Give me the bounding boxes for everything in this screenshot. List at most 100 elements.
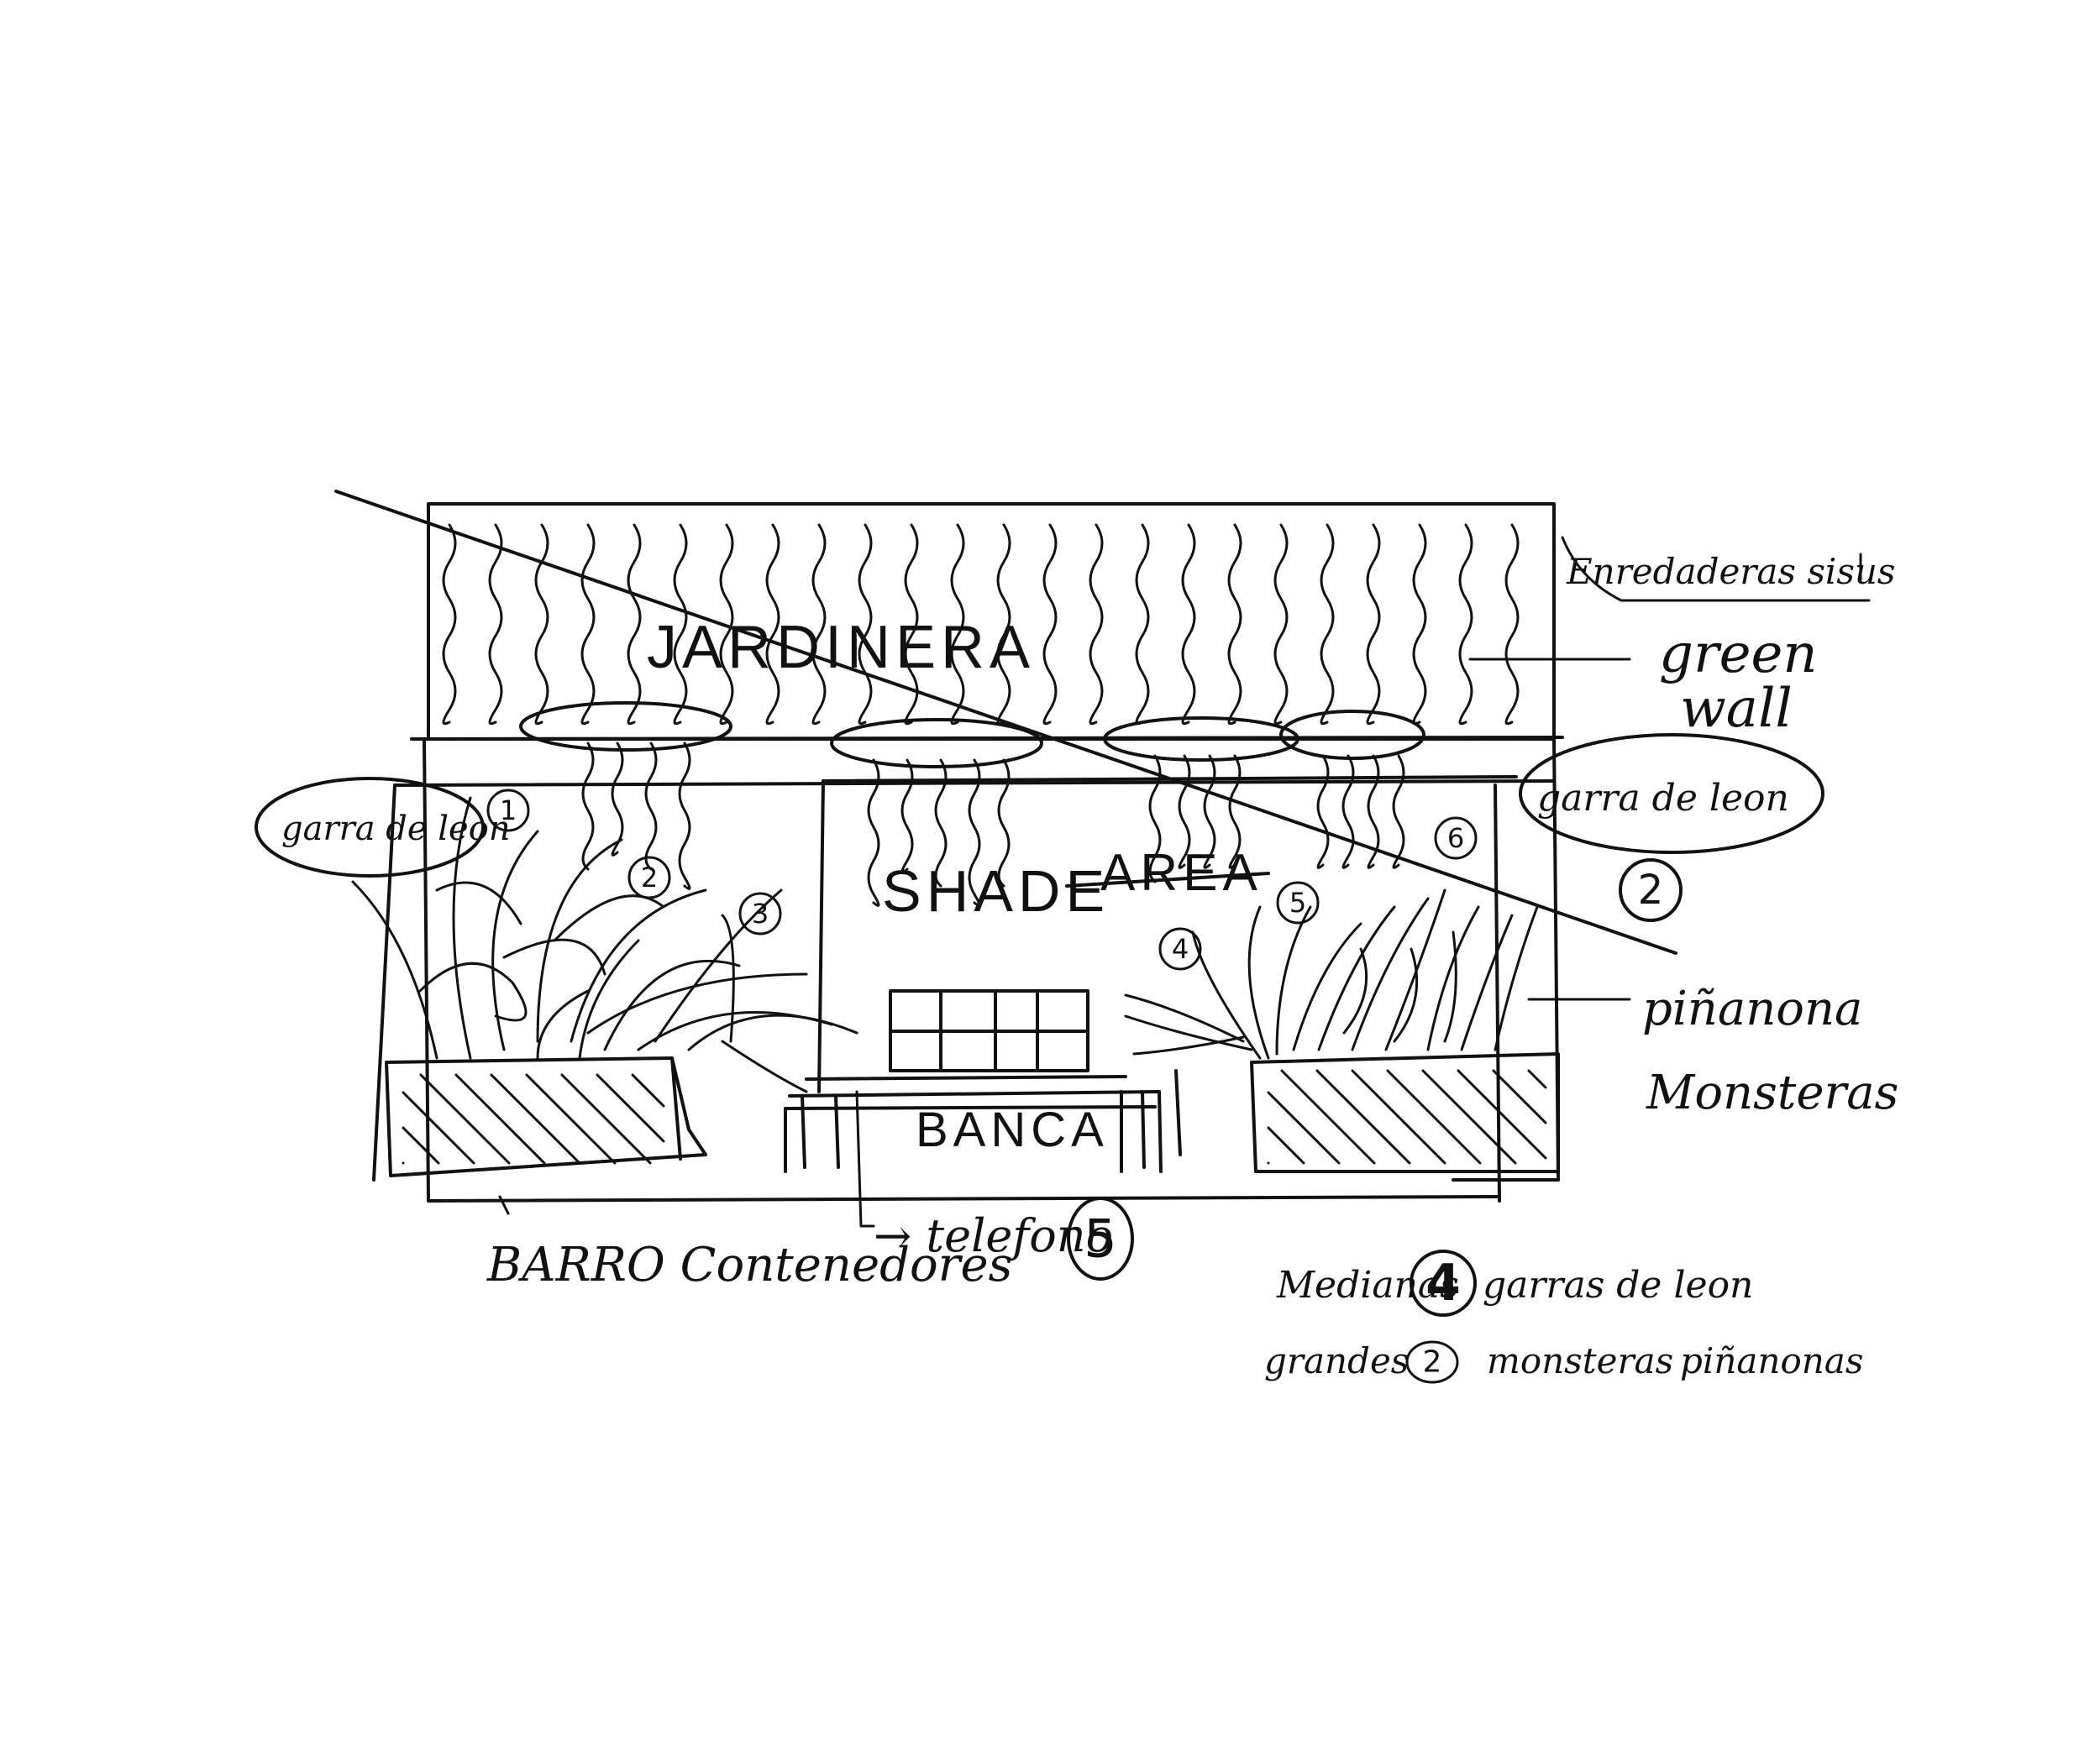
note-medianas-count: 4 — [1425, 1254, 1461, 1313]
vine-stroke — [678, 742, 691, 890]
green-wall-label-line2: wall — [1680, 678, 1793, 740]
hatch-stroke — [1351, 1069, 1446, 1165]
vine-stroke — [644, 742, 658, 871]
hatch-stroke — [1267, 1091, 1341, 1165]
barro-containers-label: BARRO Contenedores — [486, 1238, 1012, 1292]
hatch-stroke — [402, 1091, 475, 1165]
note-grandes-prefix: grandes — [1264, 1340, 1409, 1381]
note-medianas-prefix: Medianas — [1276, 1264, 1459, 1307]
vine-stroke — [1042, 523, 1058, 726]
vine-stroke — [581, 742, 595, 871]
plant-number-badge: 1 — [486, 789, 530, 832]
vine-stroke — [673, 523, 688, 726]
pinanona-label: piñanona — [1642, 982, 1862, 1036]
telefono-count-badge: 5 — [1067, 1197, 1134, 1281]
vine-stroke — [1273, 523, 1289, 726]
vine-stroke — [811, 523, 827, 726]
vine-stroke — [867, 758, 880, 907]
hatch-stroke — [631, 1073, 665, 1108]
hatch-stroke — [419, 1073, 511, 1165]
vine-stroke — [1392, 754, 1405, 869]
note-grandes-count-badge: 2 — [1405, 1340, 1459, 1384]
hatch-stroke — [560, 1073, 652, 1165]
note-medianas-count-badge: 4 — [1410, 1250, 1477, 1317]
vine-stroke — [950, 523, 965, 726]
hatch-stroke — [1315, 1069, 1411, 1165]
hatch-stroke — [490, 1073, 581, 1165]
telefono-label: → telefono — [874, 1209, 1113, 1262]
vine-stroke — [719, 523, 734, 726]
shade-area-label: SHADE — [882, 858, 1110, 924]
garra-left-label: garra de leon — [281, 810, 511, 848]
plant-number-badge: 6 — [1434, 816, 1478, 860]
garra-right-count: 2 — [1638, 867, 1664, 914]
vine-stroke — [1341, 754, 1355, 869]
vine-stroke — [1366, 523, 1381, 726]
garra-right-label: garra de leon — [1537, 777, 1789, 820]
hatch-stroke — [1267, 1126, 1305, 1165]
vine-stroke — [534, 523, 549, 726]
bench — [784, 1075, 1163, 1173]
vine-stroke — [1458, 523, 1473, 726]
hatch-stroke — [402, 1126, 440, 1165]
hanging-planter — [519, 701, 732, 752]
right-barro-container — [1174, 1052, 1560, 1173]
plant-number: 4 — [1172, 933, 1189, 965]
hatch-stroke — [1492, 1069, 1547, 1124]
plant-number-badge: 5 — [1276, 881, 1320, 925]
hatch-stroke — [596, 1073, 665, 1143]
hatch-stroke — [454, 1073, 546, 1165]
plant-number-badge: 4 — [1158, 927, 1202, 971]
hatch-stroke — [1527, 1069, 1547, 1089]
planter-title: JARDINERA — [647, 614, 1035, 681]
garra-right-badge: garra de leon — [1519, 733, 1824, 854]
hanging-planter — [1279, 710, 1425, 760]
vine-stroke — [1181, 523, 1196, 726]
hatch-stroke — [1421, 1069, 1517, 1165]
plant-number: 2 — [641, 862, 658, 894]
vine-stroke — [1316, 754, 1330, 869]
hanging-planter — [830, 718, 1043, 768]
plant-number: 5 — [1289, 887, 1306, 919]
vine-stroke — [627, 523, 642, 726]
pointer-lines — [498, 536, 1871, 1228]
vine-stroke — [904, 523, 919, 726]
right-plants — [1124, 888, 1539, 1060]
vine-stroke — [488, 523, 503, 726]
vine-stroke — [1367, 754, 1380, 869]
vine-stroke — [765, 523, 780, 726]
vine-stroke — [1320, 523, 1335, 726]
window-grid — [889, 989, 1089, 1072]
note-grandes-mid: monsteras — [1487, 1340, 1673, 1381]
strikethrough — [1065, 872, 1270, 888]
vine-stroke — [442, 523, 457, 726]
note-grandes-suffix: piñanonas — [1680, 1340, 1863, 1381]
garra-left-badge: garra de leon — [255, 777, 511, 878]
space-frame — [372, 736, 1564, 1203]
vine-stroke — [1504, 523, 1520, 726]
plant-number: 3 — [752, 898, 769, 930]
vine-stroke — [858, 523, 873, 726]
vine-stroke — [968, 758, 981, 907]
green-wall-vines — [442, 523, 1520, 726]
hanging-planters — [519, 701, 1425, 768]
bench-label: BANCA — [916, 1103, 1109, 1157]
plant-number-badge: 3 — [738, 892, 782, 936]
green-wall-label-line1: green — [1659, 623, 1818, 685]
plant-number: 6 — [1447, 822, 1464, 854]
hatch-stroke — [1386, 1069, 1482, 1165]
left-plants — [351, 796, 858, 1093]
vine-stroke — [1412, 523, 1427, 726]
shade-area-crossed-label: AREA — [1100, 844, 1263, 902]
plant-number: 1 — [500, 794, 517, 826]
vine-stroke — [900, 758, 914, 873]
vine-stroke — [580, 523, 596, 726]
note-grandes-count: 2 — [1423, 1345, 1442, 1380]
hatch-stroke — [525, 1073, 617, 1165]
plant-number-badge: 2 — [627, 856, 671, 899]
vine-stroke — [1089, 523, 1104, 726]
strike-line — [334, 490, 1677, 955]
left-barro-container — [385, 1056, 707, 1177]
note-medianas-suffix: garras de leon — [1483, 1264, 1753, 1307]
